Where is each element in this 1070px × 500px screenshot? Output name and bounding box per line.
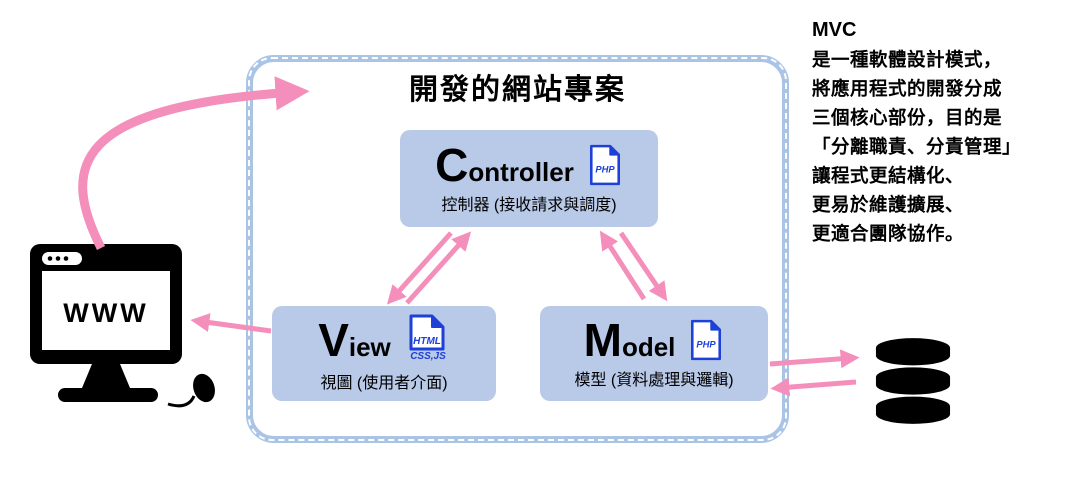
project-title: 開發的網站專案: [408, 74, 626, 106]
controller-box: Controller PHP 控制器 (接收請求與調度): [400, 130, 658, 227]
controller-rest: ontroller: [468, 157, 574, 187]
description-line: 讓程式更結構化、: [812, 165, 965, 186]
arrow-database-to-model: [770, 377, 857, 397]
browser-dots-bar: [42, 252, 82, 265]
controller-label: Controller: [435, 142, 574, 188]
php-label: PHP: [595, 164, 615, 175]
monitor-screen: [42, 271, 170, 350]
model-box: Model PHP 模型 (資料處理與邏輯): [540, 306, 768, 401]
document-shape: [691, 319, 722, 361]
view-label: View: [318, 317, 391, 363]
description-line: 是一種軟體設計模式，: [812, 49, 1003, 70]
view-box: View HTML CSS,JS 視圖 (使用者介面): [272, 306, 496, 401]
mvc-description: MVC 是一種軟體設計模式， 將應用程式的開發分成 三個核心部份，目的是 「分離…: [812, 16, 1068, 248]
browser-dot: [63, 256, 69, 261]
browser-dot: [47, 256, 53, 261]
model-heading: Model PHP: [584, 317, 725, 363]
view-rest: iew: [348, 332, 391, 362]
description-line: 更適合團隊協作。: [812, 223, 965, 244]
model-label: Model: [584, 317, 676, 363]
db-disk-bottom: [875, 396, 951, 424]
controller-initial: C: [435, 139, 469, 191]
browser-dot: [55, 256, 61, 261]
controller-heading: Controller PHP: [435, 142, 623, 188]
db-disk-middle: [875, 367, 951, 395]
www-label: WWW: [63, 298, 148, 328]
description-line: 「分離職責、分責管理」: [812, 136, 1022, 157]
folded-corner: [430, 315, 444, 328]
description-line: 將應用程式的開發分成: [812, 78, 1003, 99]
description-line: 更易於維護擴展、: [812, 194, 965, 215]
folded-corner: [609, 145, 620, 156]
html-css-js-file-icon: HTML CSS,JS: [409, 314, 446, 362]
database-icon: [875, 338, 951, 424]
computer-icon: WWW: [30, 244, 215, 408]
php-file-icon: PHP: [589, 144, 620, 186]
model-initial: M: [583, 314, 622, 366]
view-initial: V: [318, 314, 349, 366]
folded-corner: [710, 320, 721, 331]
mouse-icon: [193, 373, 215, 403]
php-file-icon: PHP: [691, 319, 722, 361]
monitor-frame: [30, 244, 182, 364]
mouse-cable: [167, 395, 196, 408]
php-label: PHP: [697, 339, 717, 350]
view-heading: View HTML CSS,JS: [318, 314, 450, 366]
model-subtitle: 模型 (資料處理與邏輯): [574, 372, 734, 389]
model-rest: odel: [621, 332, 676, 362]
controller-subtitle: 控制器 (接收請求與調度): [441, 197, 617, 214]
monitor-stand: [82, 364, 130, 388]
db-disk-top: [875, 338, 951, 366]
keyboard-base: [58, 388, 158, 402]
css-js-label: CSS,JS: [410, 351, 446, 362]
view-subtitle: 視圖 (使用者介面): [320, 375, 448, 392]
html-label: HTML: [413, 336, 441, 347]
description-line: 三個核心部份，目的是: [812, 107, 1003, 128]
description-title: MVC: [812, 19, 857, 41]
